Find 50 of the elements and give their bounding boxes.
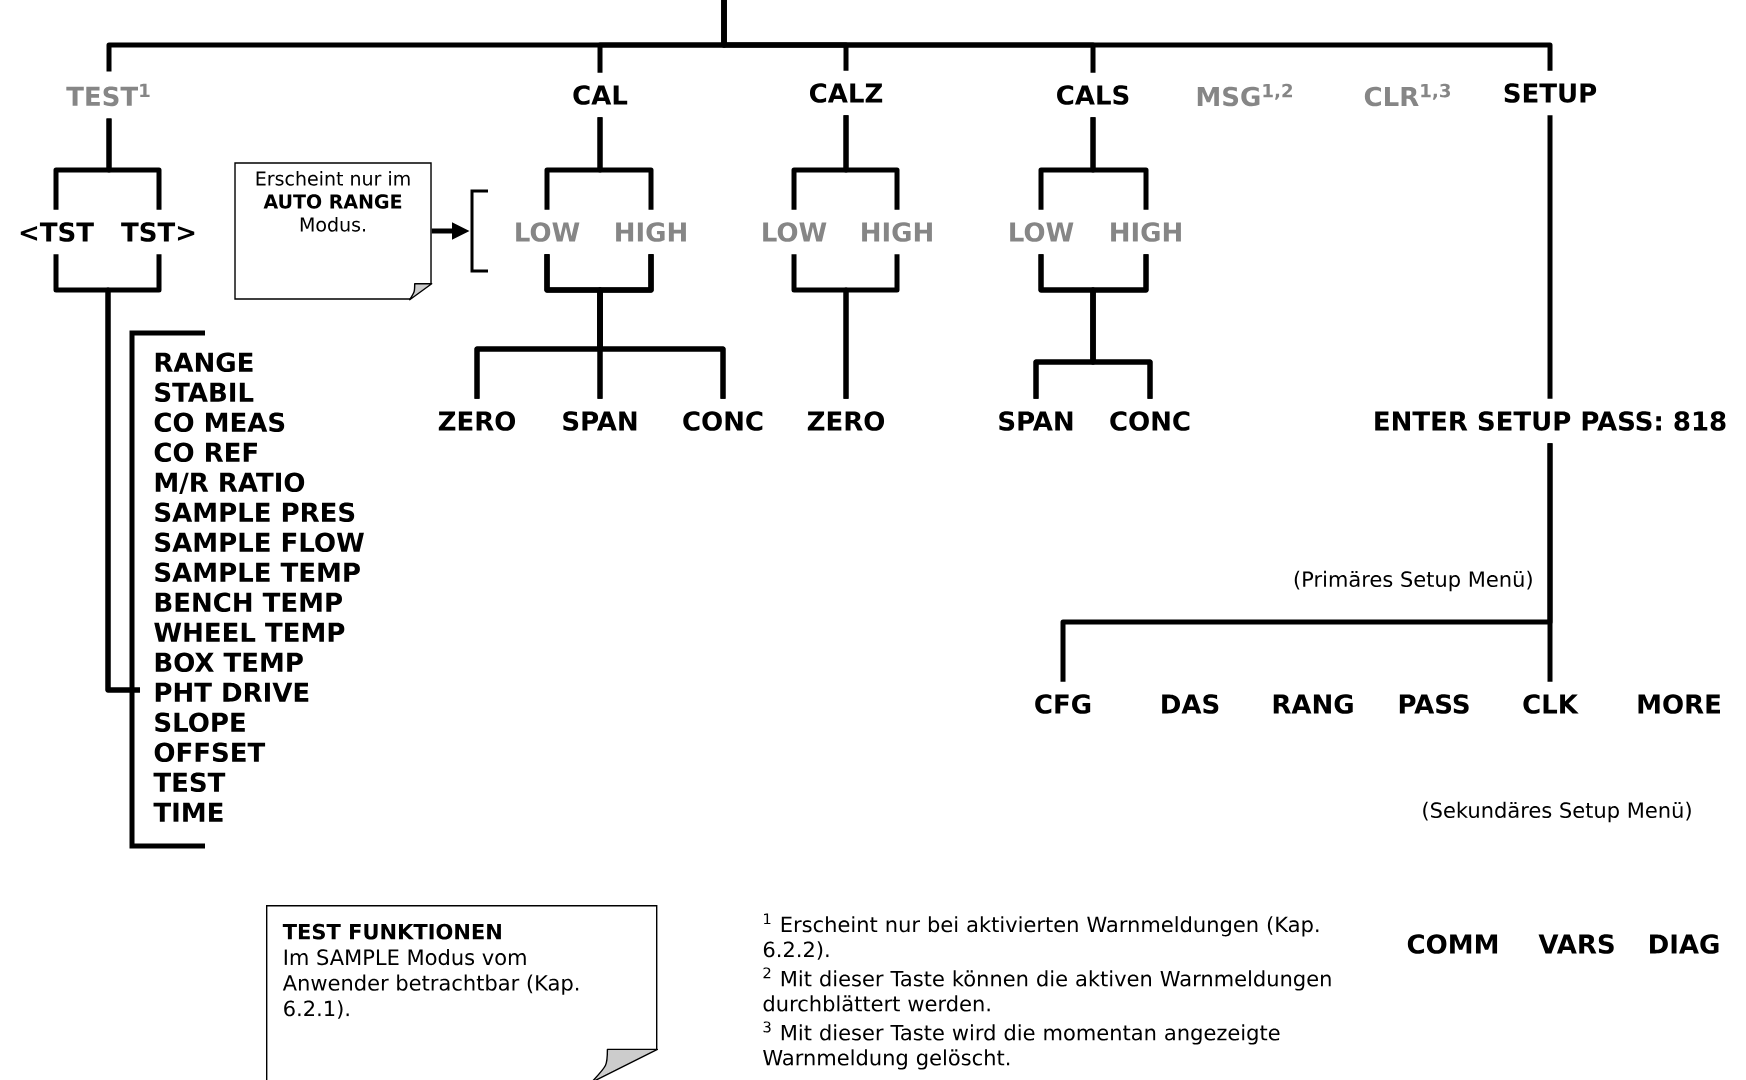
menu-item: LOW — [763, 222, 827, 242]
connector-line — [1547, 115, 1553, 399]
footnote: $^{2}$ Mit dieser Taste können die aktiven Warnmeldungen durchblättert werden. — [763, 967, 1331, 1012]
footnote: $^{1}$ Erscheint nur bei aktivierten Warnmeldungen (Kap. 6.2.2). — [763, 913, 1319, 960]
connector-line — [105, 254, 162, 693]
menu-item: VARS — [1538, 934, 1614, 954]
note-box: TEST FUNKTIONEN Im SAMPLE Modus vom Anwender betrachtbar (Kap. 6.2.1). — [266, 905, 659, 1080]
menu-item: TST> — [121, 222, 195, 242]
menu-item: HIGH — [616, 222, 686, 242]
menu-item: SETUP — [1504, 83, 1597, 103]
menu-item: LOW — [516, 222, 580, 242]
menu-item: ZERO — [807, 411, 885, 431]
connector-line — [1090, 254, 1153, 399]
menu-item: SPAN — [999, 411, 1073, 431]
menu-item: PASS — [1399, 694, 1469, 714]
connector-line — [597, 117, 654, 210]
menu-item: LOW — [1010, 222, 1074, 242]
connector-line — [597, 254, 726, 399]
connector-line — [843, 115, 900, 210]
footnote: $^{3}$ Mit dieser Taste wird die momentan angezeigte Warnmeldung gelöscht. — [763, 1021, 1280, 1070]
menu-item: SPAN — [563, 411, 637, 431]
connector-line — [843, 254, 900, 399]
menu-item: HIGH — [1111, 222, 1181, 242]
connector-line — [1547, 443, 1553, 682]
menu-item: CALS — [1057, 85, 1129, 105]
menu-item: CONC — [1110, 411, 1190, 431]
note-box: Erscheint nur im AUTO RANGE Modus. — [234, 162, 433, 301]
menu-item: ENTER SETUP PASS: 818 — [1375, 411, 1726, 431]
menu-item: CALZ — [810, 83, 883, 103]
menu-caption: (Primäres Setup Menü) — [1294, 570, 1532, 592]
menu-item: CLK — [1523, 694, 1579, 714]
menu-item: CFG — [1035, 694, 1091, 714]
menu-item: RANG — [1273, 694, 1353, 714]
connector-line — [1090, 117, 1149, 210]
connector-line — [106, 118, 162, 210]
menu-item: COMM — [1407, 934, 1498, 954]
menu-item: MORE — [1638, 694, 1720, 714]
menu-item: TEST$^{1}$ — [66, 83, 150, 107]
menu-item: <TST — [20, 222, 94, 242]
menu-item: DIAG — [1650, 934, 1719, 954]
menu-list: RANGE STABIL CO MEAS CO REF M/R RATIO SAMPLE PRES SAMPLE FLOW SAMPLE TEMP BENCH TEMP WHEEL TEMP BOX TEMP PHT DRIVE SLOPE OFFSET TEST TIME — [153, 352, 364, 822]
menu-item: ZERO — [438, 411, 516, 431]
menu-item: CONC — [683, 411, 763, 431]
menu-item: HIGH — [862, 222, 932, 242]
menu-item: CLR$^{1,3}$ — [1364, 83, 1450, 107]
menu-item: DAS — [1162, 694, 1219, 714]
menu-caption: (Sekundäres Setup Menü) — [1423, 801, 1691, 823]
menu-item: MSG$^{1,2}$ — [1197, 83, 1292, 107]
menu-item: CAL — [573, 85, 628, 105]
connector-line — [721, 0, 1553, 71]
